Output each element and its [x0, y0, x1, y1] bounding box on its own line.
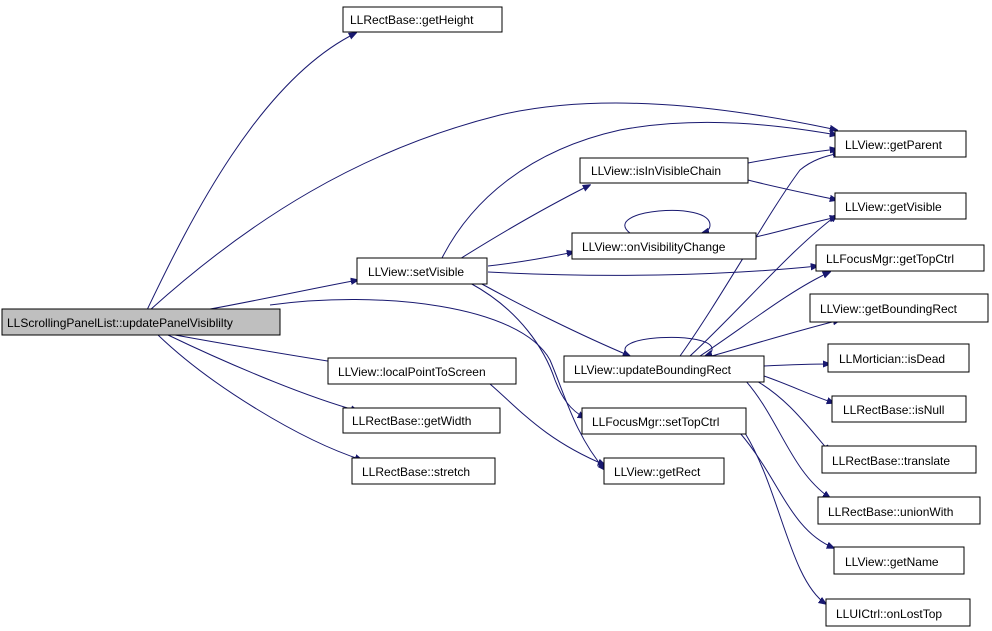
node-label: LLView::getBoundingRect [820, 302, 958, 316]
edge-onVisibilityChange-self [624, 209, 711, 233]
node-label: LLRectBase::unionWith [828, 505, 953, 519]
edge-setVisible-to-setTopCtrl [469, 282, 585, 418]
node-isNull[interactable]: LLRectBase::isNull [831, 395, 967, 423]
node-getName[interactable]: LLView::getName [833, 546, 965, 575]
node-localPointToScreen[interactable]: LLView::localPointToScreen [327, 357, 517, 385]
node-label: LLScrollingPanelList::updatePanelVisibli… [7, 316, 233, 330]
node-getTopCtrl[interactable]: LLFocusMgr::getTopCtrl [815, 244, 985, 272]
function-nodes: LLScrollingPanelList::updatePanelVisibli… [1, 6, 989, 627]
node-label: LLRectBase::isNull [843, 403, 944, 417]
edge-onVisibilityChange-to-getVisible [755, 217, 837, 238]
edge-updateBoundingRect-to-isNull [763, 375, 834, 403]
node-label: LLView::getVisible [845, 200, 942, 214]
node-translate[interactable]: LLRectBase::translate [821, 445, 977, 474]
call-edges [146, 33, 840, 604]
node-setTopCtrl[interactable]: LLFocusMgr::setTopCtrl [581, 407, 747, 435]
node-label: LLView::localPointToScreen [338, 365, 486, 379]
node-label: LLView::isInVisibleChain [591, 164, 721, 178]
edge-updateBoundingRect-to-translate [754, 379, 830, 452]
node-label: LLRectBase::stretch [362, 465, 470, 479]
edge-localPointToScreen-to-getRect [489, 383, 605, 465]
node-getVisible[interactable]: LLView::getVisible [834, 192, 967, 220]
node-label: LLRectBase::getWidth [352, 414, 471, 428]
node-getRect[interactable]: LLView::getRect [603, 457, 725, 485]
node-label: LLView::setVisible [368, 265, 464, 279]
node-label: LLMortician::isDead [839, 352, 945, 366]
edge-root-to-getWidth [167, 334, 358, 411]
node-getBoundingRect[interactable]: LLView::getBoundingRect [809, 293, 989, 323]
node-stretch[interactable]: LLRectBase::stretch [351, 457, 496, 485]
node-onVisibilityChange[interactable]: LLView::onVisibilityChange [571, 232, 757, 260]
node-updateBoundingRect[interactable]: LLView::updateBoundingRect [563, 355, 765, 383]
node-label: LLView::onVisibilityChange [582, 240, 726, 254]
edge-updateBoundingRect-to-getBoundingRect [711, 320, 840, 357]
node-label: LLFocusMgr::getTopCtrl [826, 252, 954, 266]
edge-setTopCtrl-to-getName [739, 432, 834, 548]
node-label: LLUICtrl::onLostTop [836, 607, 942, 621]
edge-root-to-setVisible [204, 280, 358, 311]
node-getHeight[interactable]: LLRectBase::getHeight [342, 6, 503, 33]
edge-setTopCtrl-to-onLostTop [744, 432, 826, 604]
edge-setVisible-to-onVisibilityChange [487, 252, 574, 267]
node-label: LLRectBase::translate [832, 454, 950, 468]
node-label: LLView::getName [845, 555, 939, 569]
node-label: LLFocusMgr::setTopCtrl [592, 415, 719, 429]
edge-updateBoundingRect-to-isDead [763, 364, 830, 366]
node-setVisible[interactable]: LLView::setVisible [356, 257, 488, 285]
node-label: LLView::updateBoundingRect [574, 363, 732, 377]
node-label: LLView::getParent [845, 138, 943, 152]
edge-root-to-localPointToScreen [174, 334, 340, 363]
edge-updateBoundingRect-to-unionWith [744, 379, 830, 498]
node-onLostTop[interactable]: LLUICtrl::onLostTop [825, 598, 971, 627]
edge-updateBoundingRect-self [624, 336, 712, 356]
node-isInVisibleChain[interactable]: LLView::isInVisibleChain [579, 157, 749, 184]
edge-isInVisibleChain-to-getParent [747, 149, 837, 164]
node-getWidth[interactable]: LLRectBase::getWidth [342, 407, 501, 434]
edge-root-to-getHeight [146, 33, 356, 311]
edge-root-to-getParent [149, 102, 837, 311]
node-getParent[interactable]: LLView::getParent [834, 130, 967, 158]
edge-updateBoundingRect-to-getTopCtrl [699, 272, 830, 357]
edge-setVisible-to-isInVisibleChain [454, 185, 590, 263]
node-label: LLView::getRect [614, 465, 701, 479]
edge-setVisible-to-updateBoundingRect [479, 282, 630, 356]
node-label: LLRectBase::getHeight [350, 13, 474, 27]
edge-root-to-getRect [269, 299, 605, 470]
edge-root-to-stretch [157, 334, 362, 460]
edge-isInVisibleChain-to-getVisible [747, 179, 837, 200]
edge-updateBoundingRect-to-getParent [679, 153, 840, 357]
node-updatePanelVisiblilty[interactable]: LLScrollingPanelList::updatePanelVisibli… [1, 308, 281, 336]
node-unionWith[interactable]: LLRectBase::unionWith [817, 496, 981, 525]
edge-setVisible-to-getParent [439, 121, 837, 263]
edge-updateBoundingRect-to-getVisible [689, 215, 837, 357]
node-isDead[interactable]: LLMortician::isDead [827, 343, 970, 373]
edge-setVisible-to-getTopCtrl [487, 266, 818, 276]
